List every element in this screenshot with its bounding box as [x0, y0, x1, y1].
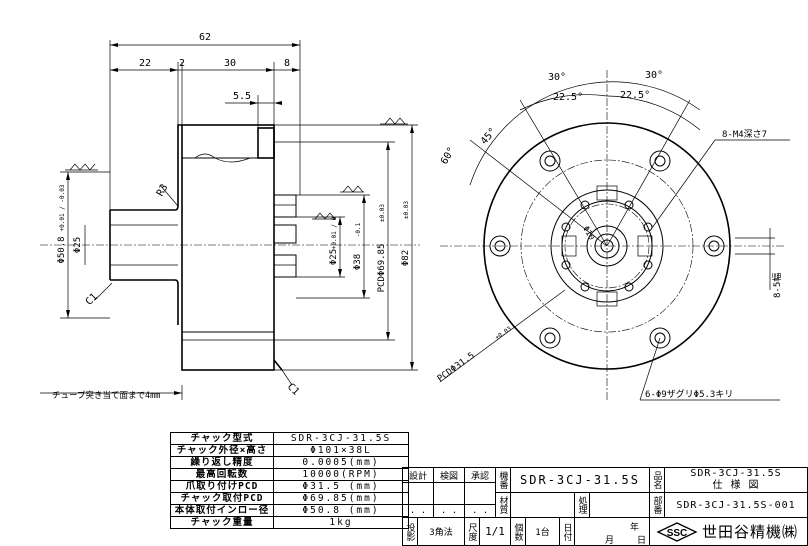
tb-design-label: 設計: [402, 467, 434, 483]
tb-date-month: 月: [605, 536, 615, 546]
side-view-dimensions: 62 22 2 30 8 5.5 R3 Φ50.8 +0.01 / -0.03 …: [40, 32, 418, 401]
dim-angle-45: 45°: [479, 126, 499, 147]
tb-scale-label: 尺度: [466, 522, 477, 541]
dim-c1-right: C1: [285, 381, 301, 397]
dim-angle-30-left: 30°: [548, 72, 566, 83]
tb-qty-label: 個数: [512, 522, 523, 541]
spec-value: 10000(RPM): [273, 468, 409, 481]
note-counterbore: 6-Φ9ザグリΦ5.3キリ: [645, 388, 733, 400]
tb-treatment-cell: [589, 492, 650, 518]
dim-pcd-31-5-tol: ±0.03: [494, 325, 513, 342]
dim-2: 2: [179, 58, 185, 69]
spec-value: Φ31.5 (mm): [273, 480, 409, 493]
tb-design-date: . .: [402, 504, 434, 518]
tb-name-title: 仕 様 図: [712, 480, 760, 491]
tb-company-cell: SSC 世田谷精機㈱: [649, 517, 808, 546]
tb-projection: 3角法: [417, 517, 465, 546]
dim-c1-left: C1: [84, 291, 100, 307]
tube-note: チューブ突き当て面まで4mm: [52, 390, 160, 401]
tb-scale: 1/1: [479, 517, 511, 546]
dim-dia-38: Φ38: [353, 254, 363, 270]
dim-5-5: 5.5: [233, 91, 251, 102]
dim-dia-25-h7: Φ25: [329, 249, 339, 265]
dim-dia-25: Φ25: [73, 237, 83, 253]
spec-value: 0.0005(mm): [273, 456, 409, 469]
dim-pcd-69-85: PCDΦ69.85: [377, 244, 387, 293]
dim-dia-82: Φ82: [401, 250, 411, 266]
dim-angle-22-5-left: 22.5°: [553, 92, 583, 103]
note-m4-holes: 8-M4深さ7: [722, 129, 767, 140]
spec-label: 最高回転数: [170, 468, 274, 481]
spec-label: 繰り返し精度: [170, 456, 274, 469]
dim-30: 30: [224, 58, 236, 69]
spec-value: Φ50.8 (mm): [273, 504, 409, 517]
tb-material-cell: [510, 492, 575, 518]
tb-drawing-no: SDR-3CJ-31.5S-001: [664, 492, 808, 518]
dim-angle-30-right: 30°: [645, 70, 663, 81]
tb-approve-date: . .: [464, 504, 496, 518]
spec-value: Φ69.85(mm): [273, 492, 409, 505]
dim-dia-25-tol: +0.01 / 0: [331, 216, 338, 249]
dim-dia-10: Φ10: [581, 225, 596, 242]
spec-label: チャック重量: [170, 516, 274, 529]
spec-label: 爪取り付けPCD: [170, 480, 274, 493]
spec-value: 1kg: [273, 516, 409, 529]
spec-value: Φ101×38L: [273, 444, 409, 457]
tb-date-label: 日付: [561, 522, 572, 541]
tb-qty: 1台: [525, 517, 560, 546]
tb-date-year: 年: [630, 523, 640, 533]
dim-dia-82-tol: ±0.03: [403, 201, 410, 219]
tb-model-label: 機番: [497, 471, 508, 489]
svg-text:SSC: SSC: [667, 528, 688, 539]
front-view: [440, 70, 785, 400]
dim-dia-50-8: Φ50.8: [57, 236, 67, 263]
m4-holes: [561, 200, 653, 292]
tb-material-label: 材質: [497, 496, 508, 514]
tb-model-value: SDR-3CJ-31.5S: [510, 467, 650, 493]
tb-date-day: 日: [637, 536, 647, 546]
dim-angle-60: 60°: [439, 145, 458, 166]
dim-pcd-31-5: PCDΦ31.5: [436, 351, 477, 385]
dim-angle-22-5-right: 22.5°: [620, 90, 650, 101]
dim-dia-38-tol: -0.1: [355, 222, 362, 237]
spec-label: チャック取付PCD: [170, 492, 274, 505]
tb-name-model: SDR-3CJ-31.5S: [690, 468, 782, 479]
dim-slot-width: 8-5幅: [771, 273, 783, 298]
spec-value: SDR-3CJ-31.5S: [273, 432, 409, 445]
tb-approve-label: 承認: [464, 467, 496, 483]
tb-drawing-no-label: 部番: [651, 496, 662, 514]
tb-name-cell: SDR-3CJ-31.5S 仕 様 図: [664, 467, 808, 493]
spec-label: チャック外径×高さ: [170, 444, 274, 457]
dim-dia-50-8-tol: +0.01 / -0.03: [59, 184, 66, 231]
company-logo-icon: SSC: [656, 521, 698, 542]
tb-company-name: 世田谷精機㈱: [702, 523, 799, 541]
dim-8: 8: [284, 58, 290, 69]
side-view: [40, 124, 420, 371]
tb-name-label: 品名: [651, 471, 662, 489]
spec-label: 本体取付インロー径: [170, 504, 274, 517]
tb-date-cell: 年 月 日: [574, 517, 650, 546]
tb-check-date: . .: [433, 504, 465, 518]
tb-projection-label: 投影: [404, 522, 415, 541]
dim-pcd-69-85-tol: ±0.03: [379, 204, 386, 222]
tb-check-label: 検図: [433, 467, 465, 483]
dim-22: 22: [139, 58, 151, 69]
front-view-dimensions: 30° 30° 22.5° 22.5° 45° 60° 8-M4深さ7 Φ10 …: [436, 70, 790, 401]
spec-label: チャック型式: [170, 432, 274, 445]
dim-r3: R3: [155, 182, 171, 198]
tb-treatment-label: 処理: [576, 496, 587, 514]
dim-overall: 62: [199, 32, 211, 43]
